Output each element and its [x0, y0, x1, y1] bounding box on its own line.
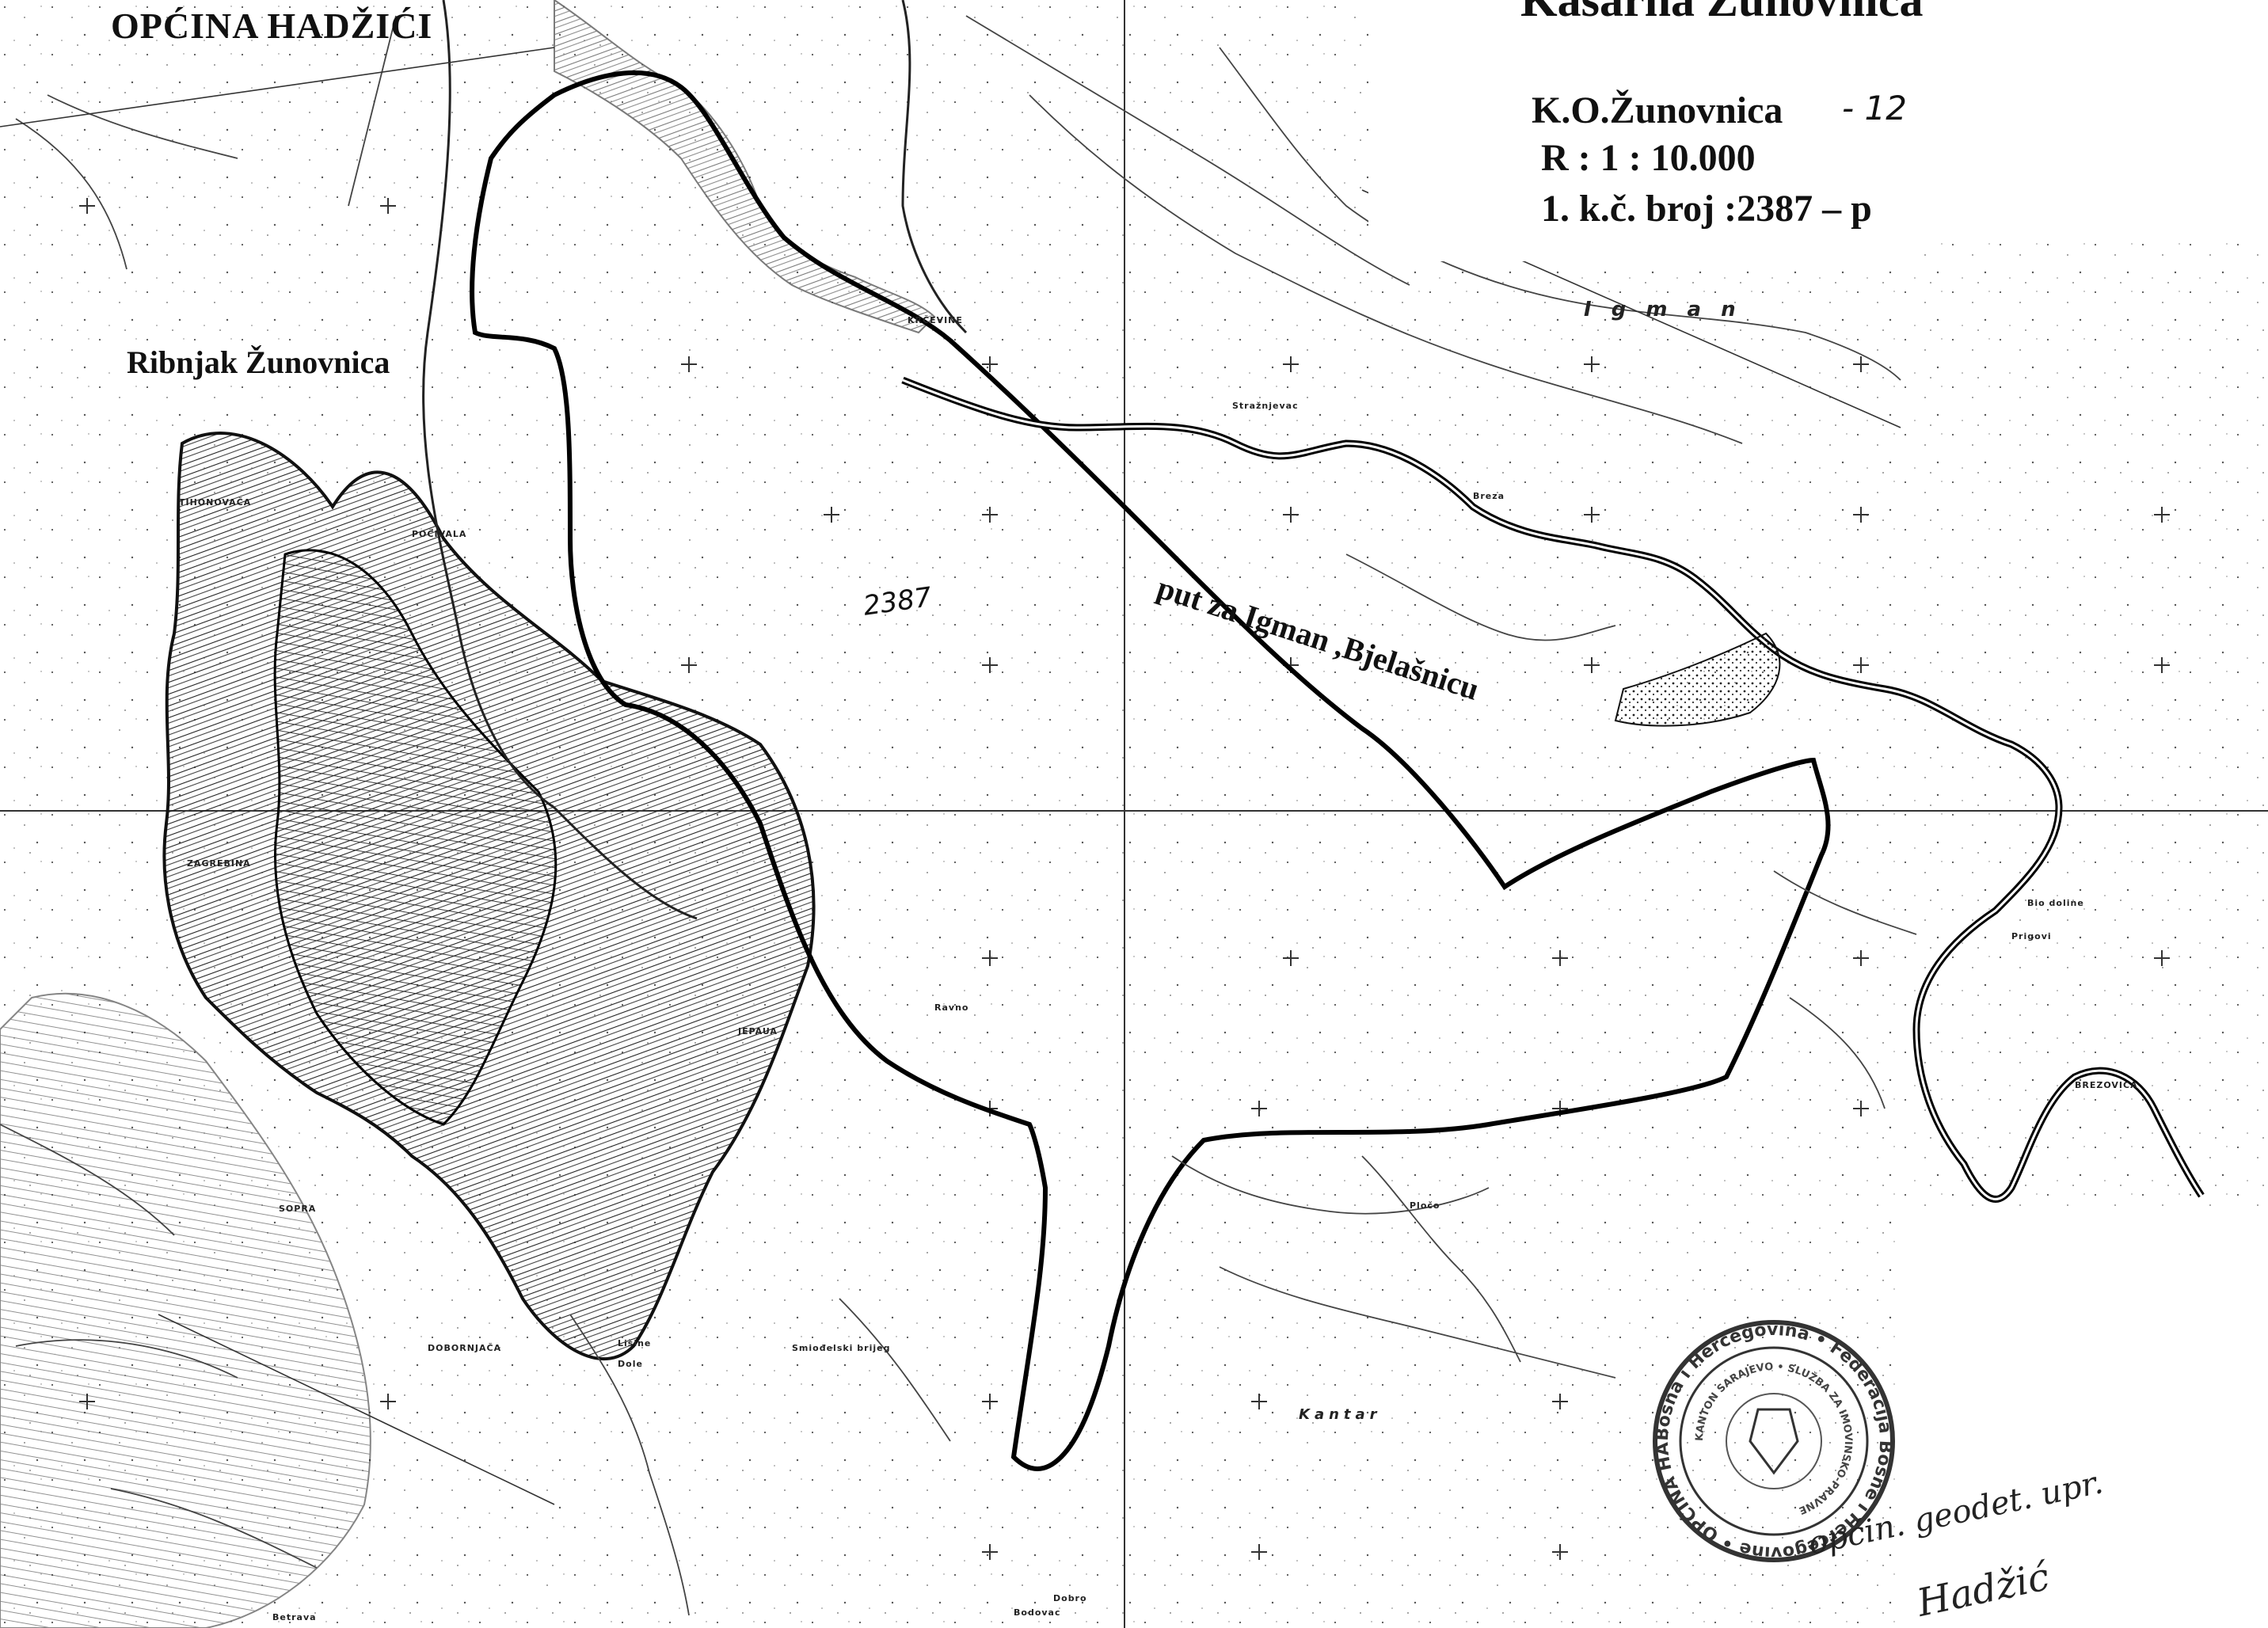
stream-branch — [901, 0, 968, 334]
mountain-label: I g m a n — [1584, 298, 1742, 321]
place-name: Prigovi — [2011, 931, 2052, 941]
place-name: ZAGREBINA — [187, 858, 251, 869]
place-name: Dole — [618, 1359, 643, 1369]
place-name: Stražnjevac — [1232, 401, 1299, 411]
place-name: Betrava — [272, 1612, 317, 1622]
place-name: JEPAUA — [738, 1026, 778, 1037]
map-scale: R : 1 : 10.000 — [1541, 137, 1756, 179]
place-name: TIHONOVAČA — [179, 497, 252, 508]
place-name: Breza — [1473, 491, 1505, 501]
place-name: Dobro — [1053, 1593, 1087, 1603]
place-name: Lišine — [618, 1338, 652, 1348]
cadastral-note: - 12 — [1842, 89, 1907, 127]
parcel-2387-boundary — [470, 70, 1831, 1471]
forest-patch — [1614, 632, 1781, 727]
settlement-parcels-core — [273, 549, 557, 1126]
place-name: SOPRA — [279, 1204, 317, 1214]
place-name: BREZOVICA — [2075, 1080, 2138, 1090]
fishpond-label: Ribnjak Žunovnica — [116, 340, 401, 384]
place-name: Smiođelski brijeg — [792, 1343, 891, 1353]
right-top-blank — [1901, 0, 2268, 238]
cadastral-municipality: K.O.Žunovnica — [1532, 89, 1783, 131]
parcel-number-line: 1. k.č. broj :2387 – p — [1541, 188, 1872, 230]
municipality-title: OPĆINA HADŽIĆI — [111, 6, 433, 46]
stream — [422, 0, 698, 920]
site-title: Kasarna Žunovnica — [1520, 0, 1924, 26]
place-name: DOBORNJAČA — [428, 1343, 502, 1353]
right-margin-blank — [1901, 1219, 2268, 1628]
road-to-igman-inner — [902, 378, 2203, 1200]
place-name: Ravno — [934, 1002, 969, 1013]
place-name: POČIVALA — [412, 529, 467, 539]
settlement-parcels-south — [0, 992, 371, 1628]
place-name: KRČEVINE — [908, 315, 963, 325]
place-name: Kantar — [1299, 1406, 1382, 1423]
place-name: Bodovac — [1014, 1607, 1061, 1618]
contour-lines — [0, 15, 1917, 1616]
title-block-background — [1368, 0, 1907, 261]
place-name: Pločo — [1410, 1200, 1440, 1211]
place-name: Bio doline — [2027, 898, 2084, 908]
